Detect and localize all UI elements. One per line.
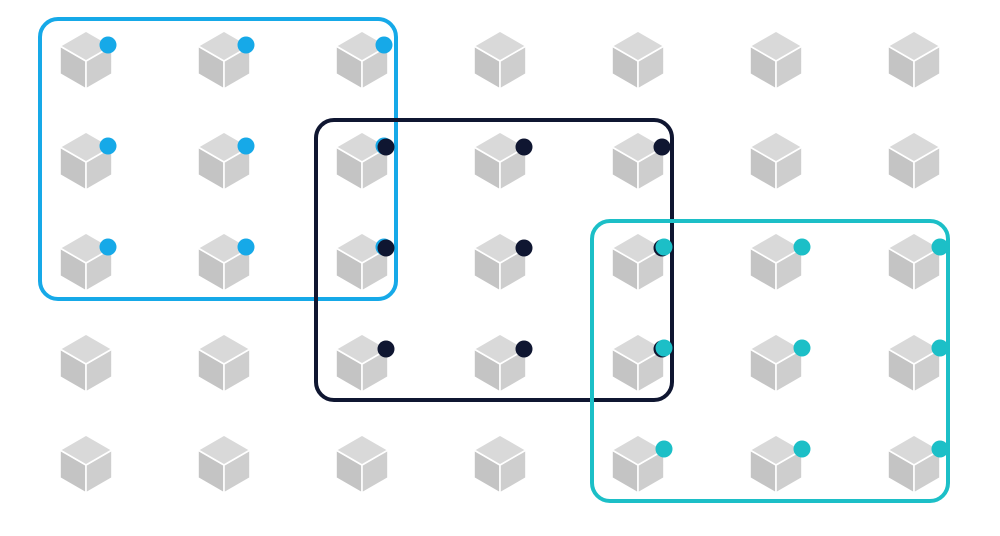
cube-icon xyxy=(473,333,527,393)
cube-face-top xyxy=(887,333,941,365)
cube-face-top xyxy=(749,333,803,365)
cube-face-top xyxy=(197,434,251,466)
member-dot-navy xyxy=(377,239,395,257)
member-dot-blue xyxy=(237,238,255,256)
member-dot-teal xyxy=(931,238,949,256)
cube-face-top xyxy=(335,434,389,466)
groups-layer xyxy=(38,17,950,503)
cube-icon xyxy=(473,434,527,494)
cube-icon xyxy=(887,30,941,90)
cube-icon xyxy=(59,30,113,90)
cube-icon xyxy=(611,434,665,494)
group-boundary-teal xyxy=(590,219,950,503)
cube-icon xyxy=(749,131,803,191)
cube-icon xyxy=(749,333,803,393)
cube-face-top xyxy=(749,30,803,62)
cube-face-top xyxy=(197,333,251,365)
cube-face-top xyxy=(749,434,803,466)
cube-icon xyxy=(197,131,251,191)
member-dot-navy xyxy=(515,239,533,257)
member-dot-teal xyxy=(655,238,673,256)
cube-face-top xyxy=(59,333,113,365)
cube-icon xyxy=(59,131,113,191)
cube-face-top xyxy=(59,434,113,466)
cube-icon xyxy=(749,434,803,494)
member-dot-navy xyxy=(515,138,533,156)
member-dot-teal xyxy=(655,339,673,357)
cube-icon xyxy=(611,333,665,393)
cube-icon xyxy=(611,30,665,90)
dots-layer xyxy=(99,36,949,458)
member-dot-navy xyxy=(377,138,395,156)
cube-icon xyxy=(335,30,389,90)
cube-face-top xyxy=(887,131,941,163)
cube-icon xyxy=(887,333,941,393)
cube-icon xyxy=(749,30,803,90)
member-dot-navy xyxy=(377,340,395,358)
cube-icon xyxy=(197,232,251,292)
member-dot-navy xyxy=(653,138,671,156)
cube-icon xyxy=(611,131,665,191)
member-dot-blue xyxy=(237,36,255,54)
cube-face-top xyxy=(473,434,527,466)
cubes-layer xyxy=(59,30,941,494)
member-dot-teal xyxy=(931,440,949,458)
cube-face-top xyxy=(749,131,803,163)
cube-face-top xyxy=(887,232,941,264)
cube-icon xyxy=(335,232,389,292)
member-dot-teal xyxy=(655,440,673,458)
cube-icon xyxy=(887,131,941,191)
cube-icon xyxy=(335,333,389,393)
member-dot-blue xyxy=(99,238,117,256)
member-dot-teal xyxy=(931,339,949,357)
cube-icon xyxy=(611,232,665,292)
cube-icon xyxy=(59,232,113,292)
cube-icon xyxy=(197,434,251,494)
member-dot-navy xyxy=(515,340,533,358)
cube-icon xyxy=(197,333,251,393)
cube-icon xyxy=(473,30,527,90)
cube-face-top xyxy=(887,30,941,62)
cube-icon xyxy=(335,131,389,191)
member-dot-blue xyxy=(99,36,117,54)
member-dot-teal xyxy=(793,339,811,357)
member-dot-blue xyxy=(237,137,255,155)
cube-icon xyxy=(749,232,803,292)
cube-icon xyxy=(887,232,941,292)
group-boundary-navy xyxy=(314,118,674,402)
cube-icon xyxy=(473,131,527,191)
cube-face-top xyxy=(611,30,665,62)
cube-face-top xyxy=(749,232,803,264)
cube-icon xyxy=(59,333,113,393)
member-dot-blue xyxy=(99,137,117,155)
cube-face-top xyxy=(887,434,941,466)
cube-icon xyxy=(335,434,389,494)
cube-face-top xyxy=(473,30,527,62)
member-dot-teal xyxy=(793,440,811,458)
group-boundary-blue xyxy=(38,17,398,301)
cube-icon xyxy=(473,232,527,292)
member-dot-blue xyxy=(375,36,393,54)
cube-face-top xyxy=(611,434,665,466)
member-dot-teal xyxy=(793,238,811,256)
cube-icon xyxy=(887,434,941,494)
cube-icon xyxy=(59,434,113,494)
